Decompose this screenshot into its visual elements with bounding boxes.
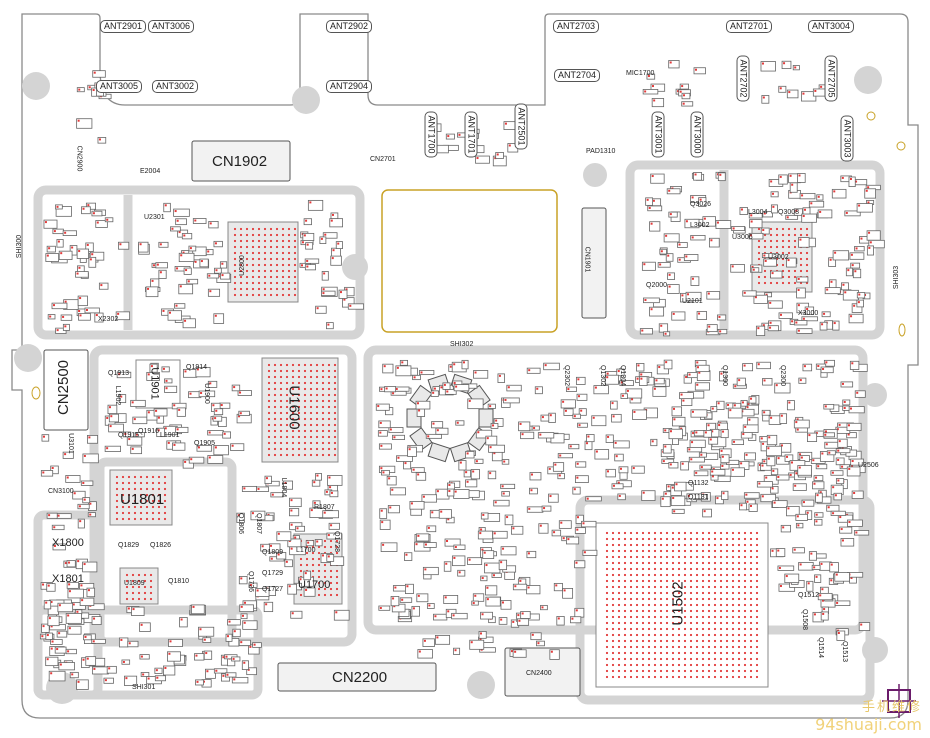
mic-label: MIC1700: [626, 70, 655, 77]
watermark: 手机维修 94shuaji.com: [815, 696, 922, 734]
part-label: Q1302: [599, 364, 607, 387]
shield-label: SHI302: [450, 341, 474, 348]
shield-label: SHI300: [16, 234, 24, 259]
crystal-label: X1801: [52, 573, 84, 585]
part-label: Q1727: [262, 586, 284, 593]
pad-label: PAD1310: [586, 148, 616, 155]
part-label: L3004: [748, 209, 768, 216]
part-label: R1807: [314, 504, 335, 511]
gold-pad-area: [381, 189, 558, 333]
part-label: Q1726: [247, 570, 255, 593]
antenna-label: ANT3000: [690, 111, 704, 158]
part-label: Q3008: [778, 209, 800, 216]
part-label: Q1826: [150, 542, 172, 549]
part-label: L3002: [690, 222, 710, 229]
chip-label: U3006: [732, 234, 753, 241]
part-label: Q1508: [801, 608, 809, 631]
part-label: Q1916: [138, 428, 160, 435]
antenna-label: ANT3005: [96, 80, 143, 93]
connector-label: CN2500: [55, 359, 73, 416]
chip-label: U3101: [66, 433, 74, 454]
part-label: Q1806: [237, 512, 245, 535]
part-label: Q1810: [168, 578, 190, 585]
chip-label: U3002: [768, 254, 789, 261]
part-label: Q1514: [817, 636, 825, 659]
part-label: Q2302: [563, 364, 571, 387]
antenna-label: ANT3004: [808, 20, 855, 33]
part-label: Q1807: [255, 512, 263, 535]
connector-label: CN2701: [370, 156, 396, 163]
chip-label: U2506: [858, 462, 879, 469]
chip-label: U1900: [202, 383, 210, 404]
part-label: E2004: [140, 168, 161, 175]
antenna-label: ANT2703: [553, 20, 600, 33]
watermark-logo: [882, 684, 916, 718]
shield-label: SHI301: [132, 684, 156, 691]
crystal-label: X3000: [798, 310, 819, 317]
part-label: L1902: [114, 385, 122, 406]
part-label: L1804: [280, 477, 288, 498]
antenna-label: ANT3002: [152, 80, 199, 93]
watermark-url: 94shuaji.com: [815, 715, 922, 734]
antenna-label: ANT2702: [736, 55, 750, 102]
passive-components: [39, 60, 885, 690]
part-label: Q1729: [262, 570, 284, 577]
part-label: Q1913: [108, 370, 130, 377]
antenna-label: ANT2501: [514, 103, 528, 150]
connector-label: CN2900: [75, 145, 83, 172]
antenna-label: ANT3003: [840, 115, 854, 162]
antenna-label: ANT3006: [148, 20, 195, 33]
part-label: Q1905: [194, 440, 216, 447]
connector-label: CN1902: [212, 153, 268, 170]
chip-label: U2301: [144, 214, 165, 221]
connector-label: CN2200: [332, 669, 388, 686]
crystal-label: X1800: [52, 537, 84, 549]
small-rings: [31, 111, 906, 400]
part-label: L1901: [160, 432, 180, 439]
part-label: Q1304: [619, 364, 627, 387]
connector-label: CN3100: [48, 488, 74, 495]
chip-label: U2800: [238, 255, 246, 276]
part-label: Q1513: [841, 640, 849, 663]
chip-label: U1600: [285, 385, 303, 430]
antenna-label: ANT2902: [326, 20, 373, 33]
part-label: Q1300: [721, 364, 729, 387]
part-label: Q1728: [333, 530, 341, 553]
chip-label: U1809: [124, 580, 145, 587]
antenna-label: ANT2701: [726, 20, 773, 33]
part-label: L1700: [296, 547, 316, 554]
antenna-label: ANT3001: [651, 111, 665, 158]
antenna-label: ANT2705: [824, 55, 838, 102]
chip-label: U1700: [298, 579, 331, 591]
part-label: X2302: [98, 316, 119, 323]
connector-label: CN1901: [583, 246, 591, 273]
shield-label: SHI303: [893, 265, 901, 290]
chip-label: U1502: [669, 581, 687, 626]
antenna-label: ANT2904: [326, 80, 373, 93]
part-label: Q1829: [118, 542, 140, 549]
part-label: Q1132: [688, 480, 709, 487]
part-label: Q2300: [779, 364, 787, 387]
watermark-text: 手机维修: [861, 700, 922, 715]
chip-label: U1901: [148, 367, 161, 400]
bga-balls: [115, 227, 809, 679]
part-label: Q1809: [262, 549, 284, 556]
part-label: Q3026: [690, 201, 712, 208]
antenna-label: ANT2704: [554, 69, 601, 82]
connector-label: CN2400: [526, 670, 552, 677]
part-label: Q1914: [186, 364, 208, 371]
part-label: Q1512: [798, 592, 820, 599]
chip-label: U2101: [682, 298, 703, 305]
part-label: Q1131: [688, 494, 709, 501]
connector-shapes: [43, 140, 607, 697]
part-label: Q2000: [646, 282, 668, 289]
antenna-label: ANT1701: [464, 111, 478, 158]
antenna-label: ANT2901: [100, 20, 147, 33]
antenna-label: ANT1700: [424, 111, 438, 158]
chip-label: U1801: [120, 491, 165, 508]
part-label: Q1915: [118, 432, 140, 439]
